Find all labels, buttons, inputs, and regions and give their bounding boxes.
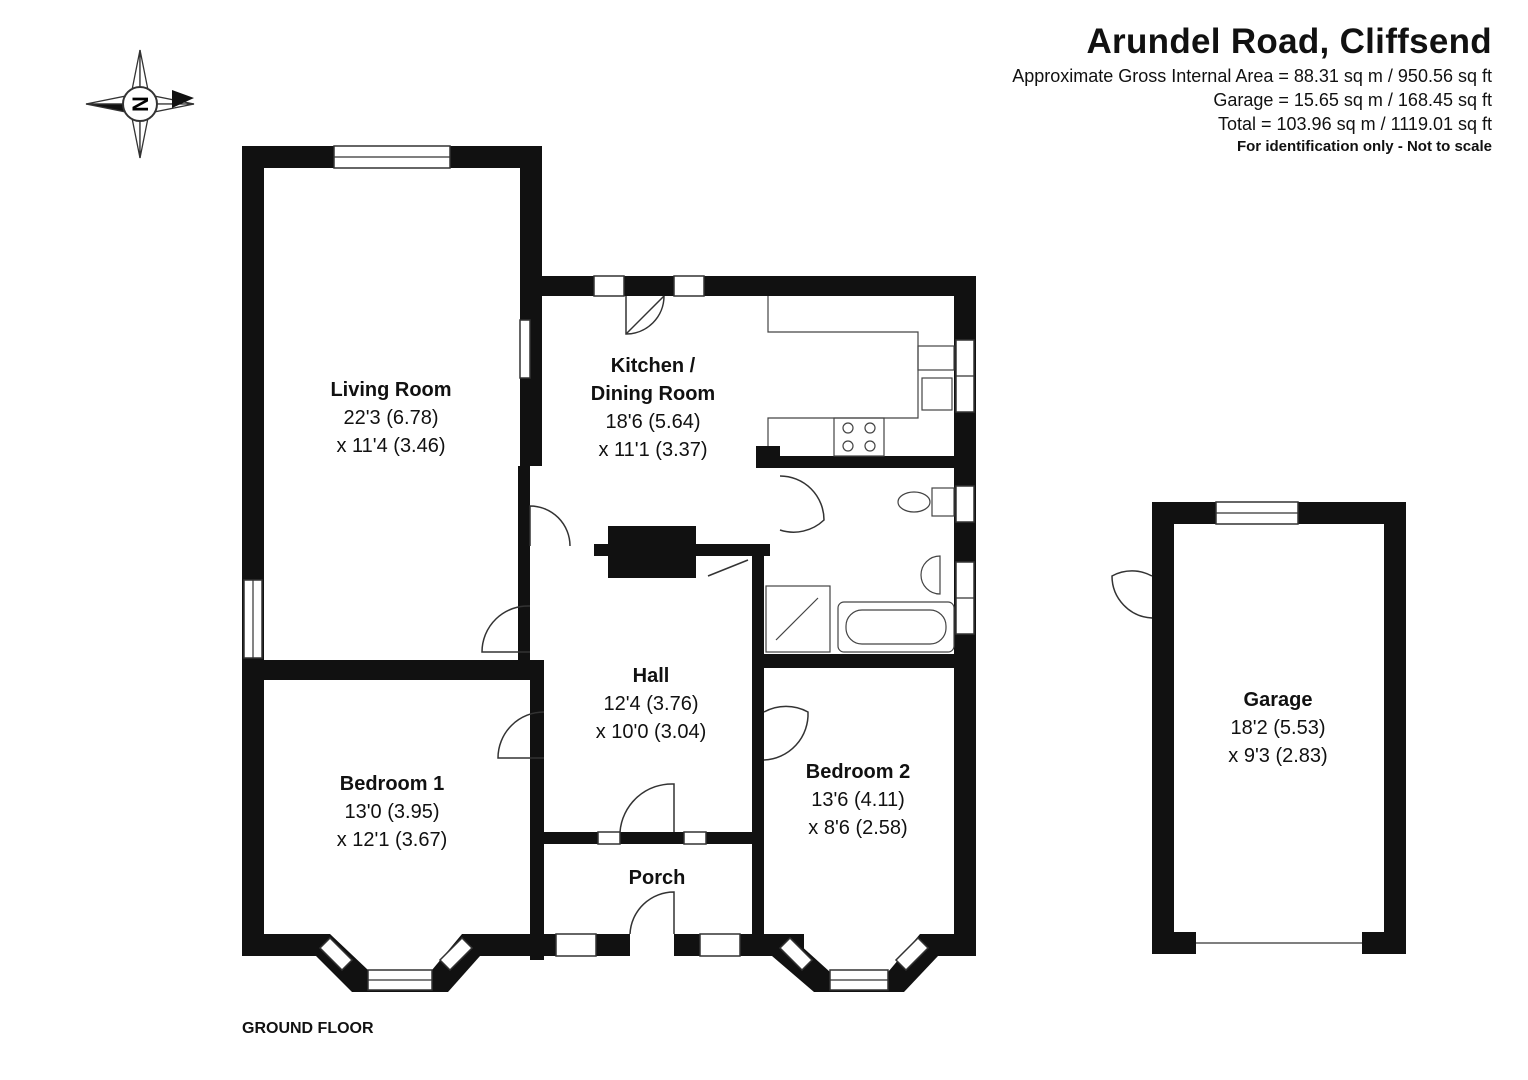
bath (837, 601, 955, 653)
floor-label: GROUND FLOOR (242, 1020, 374, 1037)
door (629, 891, 675, 935)
shower-tray (765, 585, 831, 653)
disclaimer: For identification only - Not to scale (1236, 138, 1492, 155)
total-area: Total = 103.96 sq m / 1119.01 sq ft (1217, 114, 1492, 134)
wall (756, 456, 956, 468)
wall (518, 466, 530, 662)
room-name: Bedroom 2 (805, 761, 911, 783)
wall (542, 276, 976, 296)
wall (764, 654, 956, 668)
room-name: Dining Room (590, 383, 716, 405)
room-bedroom-1: Bedroom 1 13'0 (3.95) x 12'1 (3.67) (337, 770, 448, 854)
room-name: Porch (628, 867, 686, 889)
door (529, 505, 571, 547)
toilet-bowl (897, 491, 931, 513)
wall (1362, 932, 1406, 954)
room-dimension-length: 22'3 (6.78) (343, 407, 439, 429)
hob (833, 417, 885, 457)
compass-north-label: N (128, 96, 153, 112)
room-porch: Porch (629, 864, 686, 892)
window (699, 933, 741, 957)
window (318, 936, 354, 972)
room-dimension-length: 13'0 (3.95) (344, 801, 440, 823)
door (481, 605, 531, 653)
basin (920, 555, 941, 595)
door (1111, 570, 1153, 619)
window (519, 319, 531, 379)
room-dimension-width: x 12'1 (3.67) (336, 829, 448, 851)
room-garage: Garage 18'2 (5.53) x 9'3 (2.83) (1228, 686, 1327, 770)
wall (756, 446, 780, 466)
room-bedroom-2: Bedroom 2 13'6 (4.11) x 8'6 (2.58) (806, 758, 910, 842)
room-dimension-width: x 11'4 (3.46) (336, 435, 446, 457)
wall (242, 934, 330, 956)
room-dimension-length: 12'4 (3.76) (603, 693, 699, 715)
window (673, 275, 705, 297)
room-hall: Hall 12'4 (3.76) x 10'0 (3.04) (596, 662, 707, 746)
room-dimension-length: 18'2 (5.53) (1230, 717, 1326, 739)
room-dimension-width: x 8'6 (2.58) (808, 817, 908, 839)
worktop (767, 296, 919, 446)
wall (242, 146, 264, 956)
room-dimension-width: x 11'1 (3.37) (598, 439, 708, 461)
door (779, 475, 825, 533)
wall (544, 832, 754, 844)
wall (1384, 502, 1406, 954)
window (894, 936, 930, 972)
room-living-room: Living Room 22'3 (6.78) x 11'4 (3.46) (330, 376, 451, 460)
plan-title: Arundel Road, Cliffsend (1086, 22, 1492, 61)
wall (752, 556, 764, 956)
wall (1152, 932, 1196, 954)
sink (917, 345, 955, 371)
window (593, 275, 625, 297)
room-dimension-width: x 9'3 (2.83) (1228, 745, 1328, 767)
window (597, 831, 621, 845)
wall (594, 544, 770, 556)
wall (242, 660, 542, 680)
gross-internal-area: Approximate Gross Internal Area = 88.31 … (1012, 66, 1492, 86)
room-name: Hall (632, 665, 670, 687)
room-name: Garage (1243, 689, 1313, 711)
wall (462, 934, 542, 956)
drainer (921, 377, 953, 411)
room-dimension-width: x 10'0 (3.04) (595, 721, 707, 743)
room-name: Living Room (330, 379, 452, 401)
door (619, 783, 675, 833)
room-kitchen-dining: Kitchen / Dining Room 18'6 (5.64) x 11'1… (591, 352, 715, 464)
wall (530, 660, 544, 960)
wall (520, 146, 542, 466)
room-dimension-length: 13'6 (4.11) (811, 789, 905, 811)
compass-icon: N (85, 49, 195, 159)
window (955, 485, 975, 523)
window (778, 936, 814, 972)
window (683, 831, 707, 845)
room-name: Bedroom 1 (339, 773, 445, 795)
door (625, 295, 665, 335)
room-dimension-length: 18'6 (5.64) (605, 411, 701, 433)
room-name: Kitchen / (610, 355, 696, 377)
door (763, 705, 809, 761)
door (497, 711, 545, 759)
window (438, 936, 474, 972)
wall (1152, 502, 1174, 954)
door (707, 559, 749, 577)
cistern (931, 487, 955, 517)
window (555, 933, 597, 957)
garage-area: Garage = 15.65 sq m / 168.45 sq ft (1213, 90, 1492, 110)
